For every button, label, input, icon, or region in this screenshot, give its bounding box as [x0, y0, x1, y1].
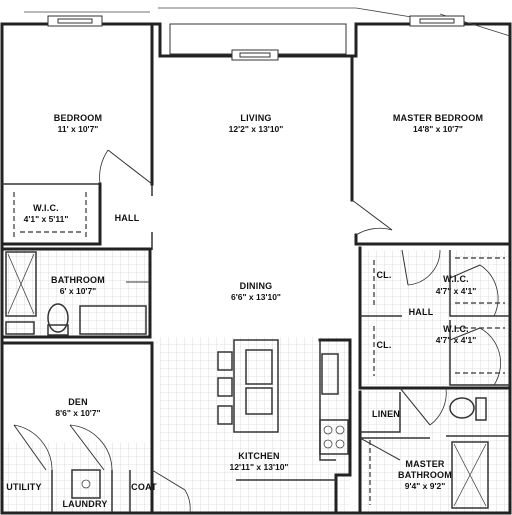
room-label-laundry: LAUNDRY	[62, 499, 107, 509]
room-dims-bedroom: 11' x 10'7"	[58, 124, 99, 134]
room-label-cl-lower: CL.	[376, 340, 391, 350]
room-label-cl-upper: CL.	[376, 270, 391, 280]
room-label-utility: UTILITY	[6, 482, 41, 492]
room-label-master-bathroom: MASTER	[405, 459, 445, 469]
room-dims-kitchen: 12'11" x 13'10"	[230, 462, 289, 472]
room-label-coat: COAT	[131, 482, 157, 492]
room-label-hall-right: HALL	[409, 307, 434, 317]
room-dims-wic-right-upper: 4'7" x 4'1"	[436, 286, 476, 296]
room-label-wic-right-upper: W.I.C.	[443, 274, 469, 284]
room-label-wic-left: W.I.C.	[33, 203, 59, 213]
room-dims-living: 12'2" x 13'10"	[229, 124, 284, 134]
tiled-floors	[3, 249, 510, 514]
doors	[13, 149, 501, 513]
room-label-hall-left: HALL	[115, 213, 140, 223]
room-dims-bathroom: 6' x 10'7"	[60, 286, 96, 296]
fixtures	[5, 251, 489, 509]
room-dims-wic-left: 4'1" x 5'11"	[24, 214, 69, 224]
room-dims-wic-right-lower: 4'7" x 4'1"	[436, 335, 476, 345]
room-label-bathroom: BATHROOM	[51, 275, 105, 285]
windows	[47, 15, 465, 61]
room-dims-den: 8'6" x 10'7"	[55, 408, 100, 418]
room-dims-master-bedroom: 14'8" x 10'7"	[413, 124, 463, 134]
room-label-bedroom: BEDROOM	[54, 113, 102, 123]
room-label-master-bedroom: MASTER BEDROOM	[393, 113, 483, 123]
room-dims-master-bathroom: 9'4" x 9'2"	[405, 481, 445, 491]
room-label-linen: LINEN	[372, 409, 400, 419]
room-label-den: DEN	[68, 397, 88, 407]
room-label-dining: DINING	[240, 281, 273, 291]
room-labels: BEDROOM 11' x 10'7" LIVING 12'2" x 13'10…	[6, 113, 483, 509]
room-label-living: LIVING	[240, 113, 271, 123]
room-dims-dining: 6'6" x 13'10"	[231, 292, 281, 302]
room-label-master-bathroom-line2: BATHROOM	[398, 470, 452, 480]
room-label-wic-right-lower: W.I.C.	[443, 324, 469, 334]
room-label-kitchen: KITCHEN	[238, 451, 279, 461]
interior-walls	[0, 22, 512, 514]
closet-rods	[13, 192, 505, 505]
